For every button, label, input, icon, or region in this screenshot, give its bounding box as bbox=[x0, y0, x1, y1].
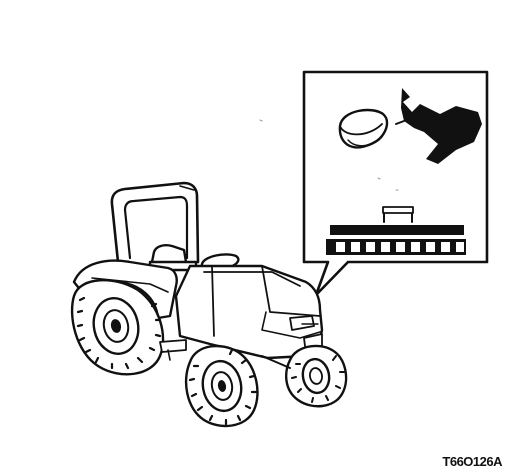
figure-reference-code: T66O126A bbox=[442, 454, 502, 469]
callout-box bbox=[304, 72, 487, 295]
front-wheel bbox=[186, 346, 257, 426]
tractor-hood bbox=[160, 266, 322, 360]
indicator-bar-icon bbox=[326, 239, 466, 255]
